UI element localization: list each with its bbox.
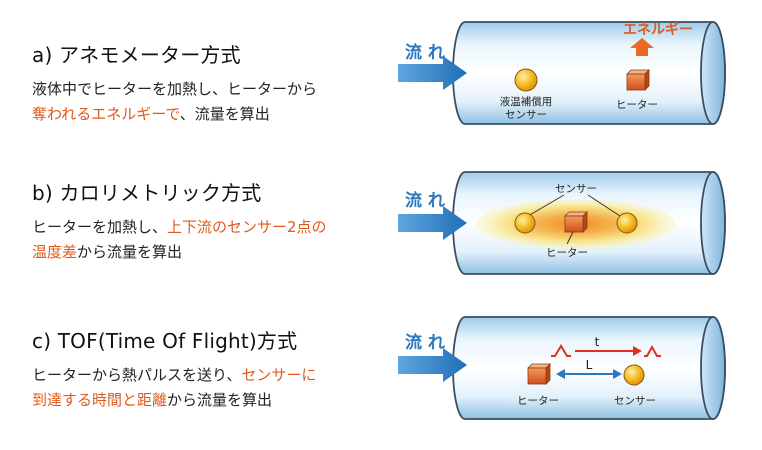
pipe	[452, 21, 726, 125]
sensor-label-line2: センサー	[505, 109, 547, 121]
section-heading: a) アネモメーター方式	[32, 43, 241, 67]
flow-arrow-icon	[398, 348, 467, 382]
sensor-label: センサー	[614, 395, 656, 407]
calorimetric-pipe-diagram: 流 れ センサー ヒーター	[398, 171, 726, 275]
time-arrow-head-icon	[633, 346, 642, 356]
heater-label: ヒーター	[546, 247, 588, 259]
section-calorimetric: b) カロリメトリック方式 ヒーターを加熱し、上下流のセンサー2点の 温度差から…	[0, 150, 762, 300]
downstream-sensor-icon	[616, 212, 638, 234]
energy-up-arrow-icon	[630, 38, 654, 56]
desc-text: ヒーターから熱パルスを送り、	[32, 366, 242, 384]
section-calorimetric-text: b) カロリメトリック方式 ヒーターを加熱し、上下流のセンサー2点の 温度差から…	[32, 180, 327, 265]
desc-highlight: 奪われるエネルギーで	[32, 105, 180, 123]
section-description-line2: 奪われるエネルギーで、流量を算出	[32, 102, 317, 127]
sensor-label: センサー	[555, 183, 597, 195]
section-heading: b) カロリメトリック方式	[32, 181, 262, 205]
sensor-leader-line-downstream	[587, 194, 621, 217]
heater-icon	[626, 69, 650, 91]
desc-text: 液体中でヒーターを加熱し、ヒーターから	[32, 80, 318, 98]
heater-leader-line	[566, 231, 574, 245]
section-description-line1: 液体中でヒーターを加熱し、ヒーターから	[32, 77, 317, 102]
heater-icon	[527, 363, 551, 385]
heat-pulse-start-icon	[551, 344, 571, 357]
heater-icon	[564, 211, 588, 233]
compensation-sensor-icon	[514, 68, 538, 92]
desc-text: から流量を算出	[167, 391, 273, 409]
energy-label: エネルギー	[623, 21, 693, 38]
desc-text: 、流量を算出	[179, 105, 270, 123]
pipe	[452, 316, 726, 420]
flow-label: 流 れ	[405, 190, 445, 211]
section-heading: c) TOF(Time Of Flight)方式	[32, 329, 298, 353]
tof-pipe-diagram: 流 れ t L ヒーター センサー	[398, 316, 726, 420]
time-label: t	[595, 335, 600, 349]
flow-label: 流 れ	[405, 332, 445, 353]
section-description-line2: 到達する時間と距離から流量を算出	[32, 388, 316, 413]
distance-arrow-right-icon	[613, 369, 622, 379]
sensor-icon	[623, 364, 645, 386]
heat-pulse-end-icon	[644, 344, 661, 357]
section-anemometer-text: a) アネモメーター方式 液体中でヒーターを加熱し、ヒーターから 奪われるエネル…	[32, 42, 317, 127]
distance-label: L	[586, 358, 593, 372]
desc-highlight: 温度差	[32, 243, 78, 261]
flow-arrow-icon	[398, 206, 467, 240]
section-tof-text: c) TOF(Time Of Flight)方式 ヒーターから熱パルスを送り、セ…	[32, 328, 316, 413]
section-description-line1: ヒーターから熱パルスを送り、センサーに	[32, 363, 316, 388]
distance-arrow-left-icon	[556, 369, 565, 379]
heater-label: ヒーター	[616, 99, 658, 111]
flow-label: 流 れ	[405, 42, 445, 63]
flow-arrow-icon	[398, 56, 467, 90]
heater-label: ヒーター	[517, 395, 559, 407]
section-tof: c) TOF(Time Of Flight)方式 ヒーターから熱パルスを送り、セ…	[0, 300, 762, 450]
desc-highlight: 到達する時間と距離	[32, 391, 168, 409]
upstream-sensor-icon	[514, 212, 536, 234]
desc-highlight: センサーに	[241, 366, 317, 384]
anemometer-pipe-diagram: 流 れ エネルギー 液温補償用 センサー ヒーター	[398, 21, 726, 125]
desc-highlight: 上下流のセンサー2点の	[167, 218, 327, 236]
section-description-line2: 温度差から流量を算出	[32, 240, 327, 265]
sensor-label-line1: 液温補償用	[500, 95, 553, 108]
desc-text: から流量を算出	[77, 243, 183, 261]
sensor-leader-line-upstream	[527, 194, 565, 217]
section-anemometer: a) アネモメーター方式 液体中でヒーターを加熱し、ヒーターから 奪われるエネル…	[0, 0, 762, 150]
section-description-line1: ヒーターを加熱し、上下流のセンサー2点の	[32, 215, 327, 240]
desc-text: ヒーターを加熱し、	[32, 218, 168, 236]
